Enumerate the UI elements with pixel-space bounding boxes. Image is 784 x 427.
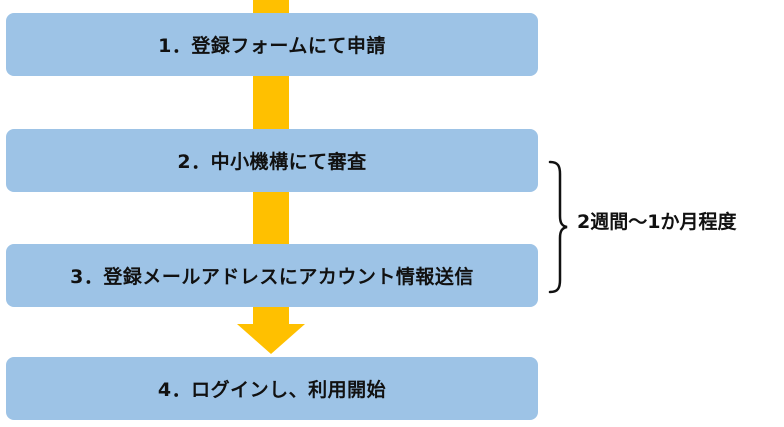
step-2-label: 2．中小機構にて審査 (177, 151, 367, 173)
step-4-label: 4．ログインし、利用開始 (157, 379, 387, 401)
step-1-label: 1．登録フォームにて申請 (158, 35, 386, 57)
step-4-box: 4．ログインし、利用開始 (6, 357, 538, 420)
step-3-label: 3．登録メールアドレスにアカウント情報送信 (70, 266, 474, 288)
step-1-box: 1．登録フォームにて申請 (6, 13, 538, 76)
step-2-box: 2．中小機構にて審査 (6, 129, 538, 192)
down-arrow-icon (237, 324, 305, 354)
right-curly-brace (548, 160, 568, 294)
step-3-box: 3．登録メールアドレスにアカウント情報送信 (6, 244, 538, 307)
duration-label: 2週間〜1か月程度 (577, 211, 737, 233)
